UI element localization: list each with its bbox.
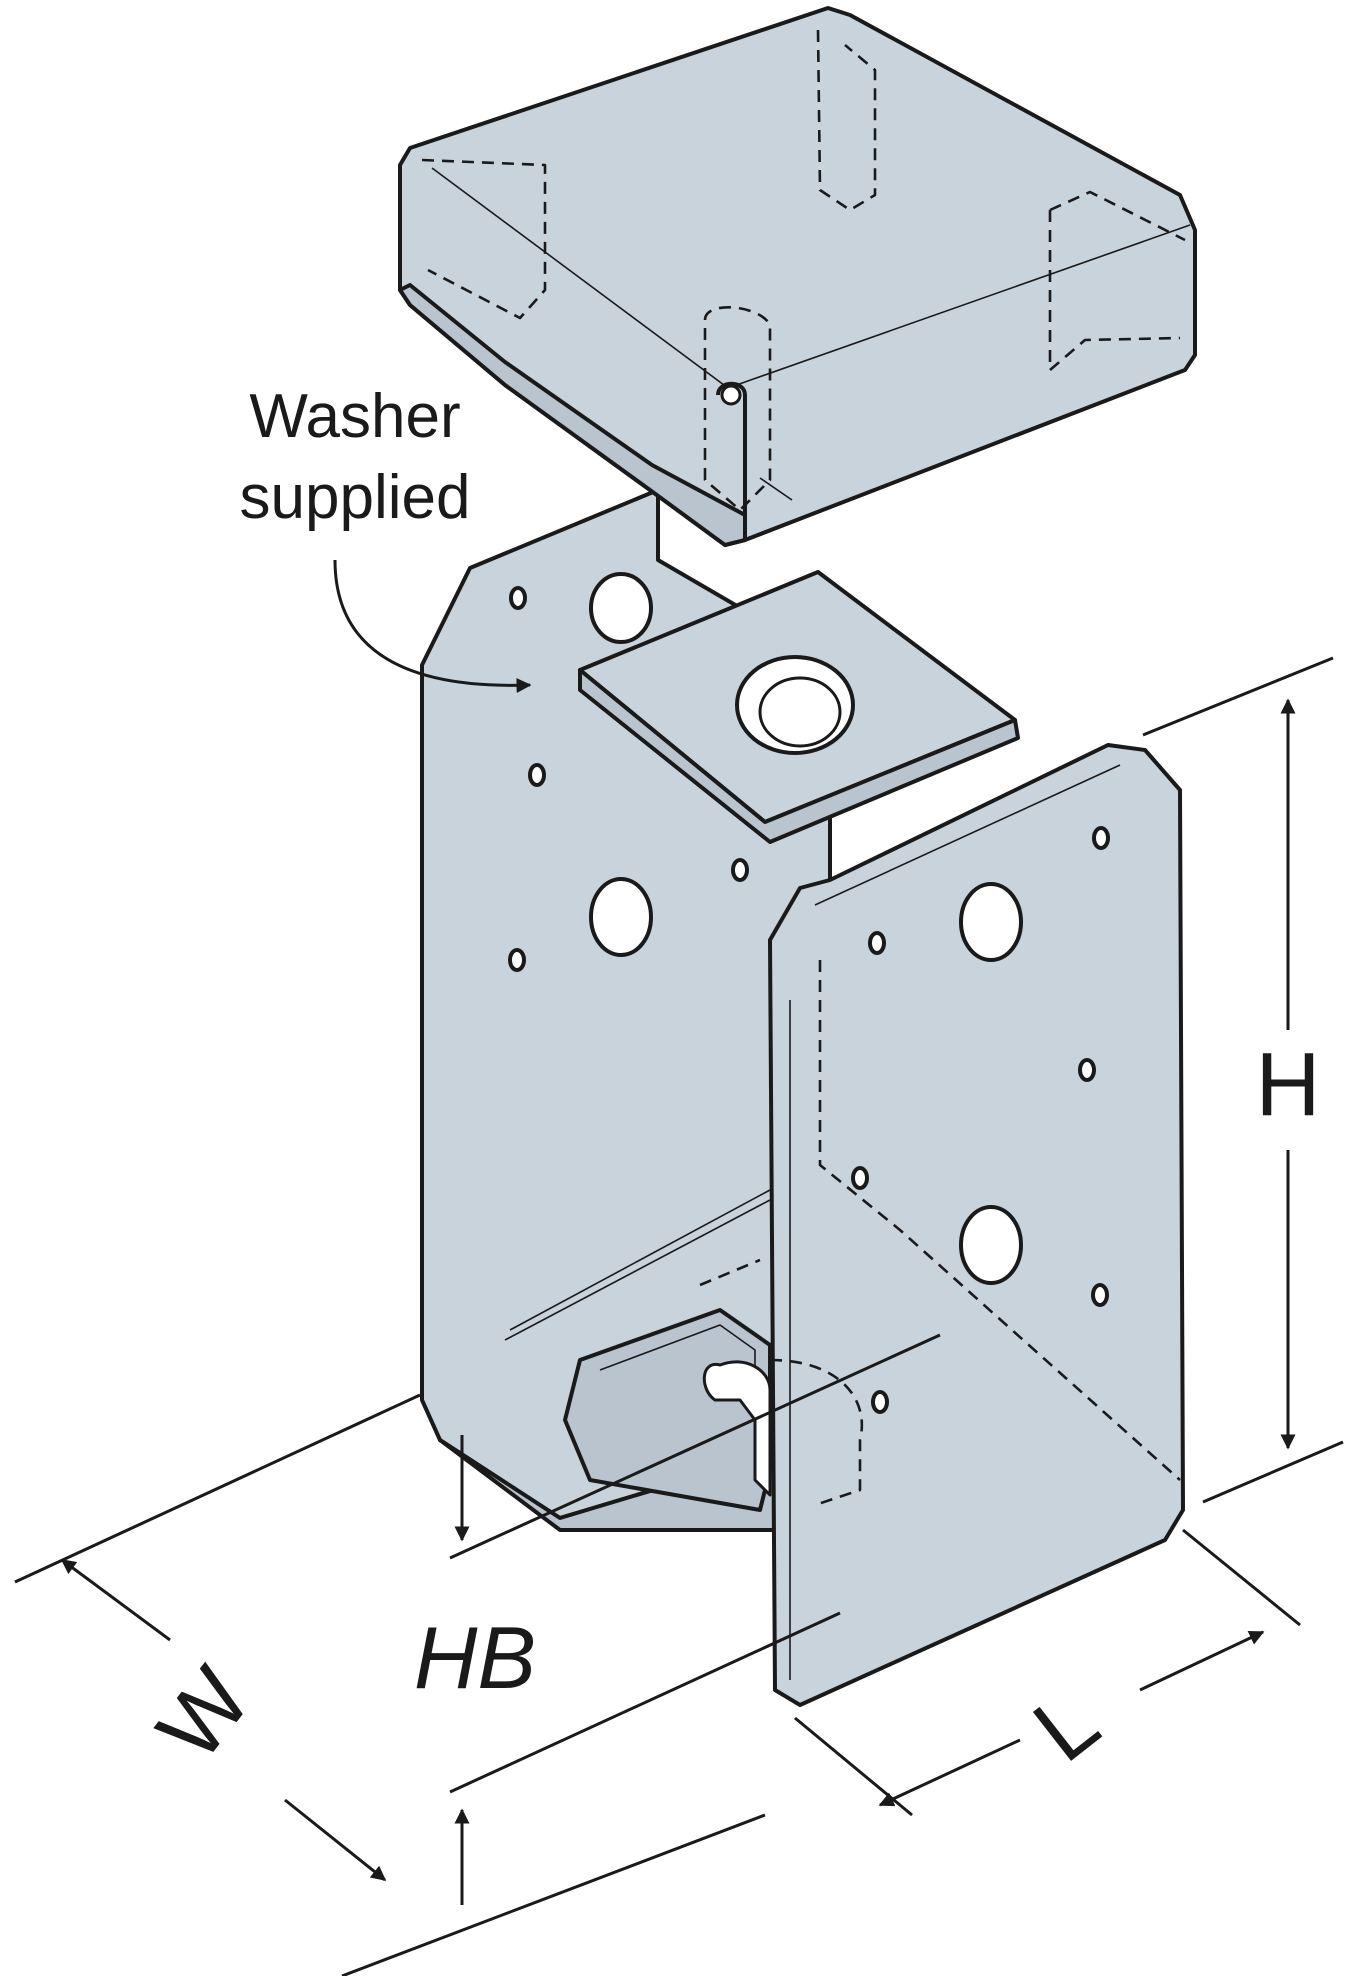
height-label: H: [1256, 1035, 1321, 1135]
bolt-hole-right-upper: [959, 882, 1023, 962]
dimension-height: H: [1142, 656, 1344, 1504]
dimension-height-base: HB: [414, 1333, 941, 1905]
length-label: L: [1016, 1672, 1117, 1782]
washer: [578, 570, 1020, 844]
callout-arrow: [333, 559, 532, 693]
height-base-label: HB: [414, 1608, 536, 1707]
width-label: W: [139, 1650, 270, 1779]
washer-callout: Washer supplied: [240, 382, 532, 693]
callout-line-2: supplied: [240, 463, 471, 532]
bolt-hole-left-upper: [589, 572, 653, 644]
bolt-hole-left-lower: [589, 877, 653, 957]
callout-line-1: Washer: [249, 382, 460, 451]
bolt-hole-right-lower: [959, 1205, 1023, 1285]
standoff-cap: [398, 6, 1197, 547]
